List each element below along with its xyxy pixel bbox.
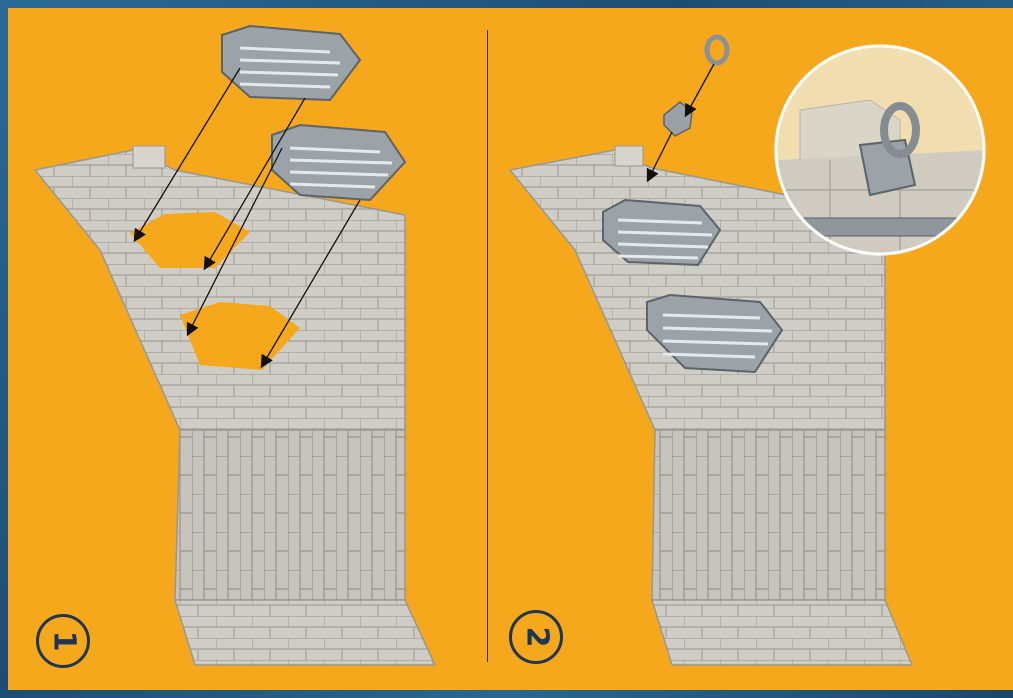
step-number-badge: 2 [509, 610, 563, 664]
wall-base [175, 600, 435, 665]
bracket-icon [664, 102, 692, 136]
step-2-illustration [510, 37, 990, 665]
window-grate-icon [603, 200, 720, 265]
detail-zoom-icon [776, 46, 990, 254]
wall-base [652, 600, 912, 665]
wall-lower-section [652, 430, 885, 600]
step-number: 1 [48, 631, 78, 652]
window-grate-icon [222, 26, 360, 100]
step-number: 2 [521, 627, 551, 648]
step-divider [487, 30, 488, 662]
step-number-badge: 1 [36, 614, 90, 668]
step-1-illustration [35, 26, 435, 665]
window-grate-icon [272, 125, 405, 200]
wall-lower-section [175, 430, 405, 600]
eye-bolt-icon [707, 37, 727, 63]
